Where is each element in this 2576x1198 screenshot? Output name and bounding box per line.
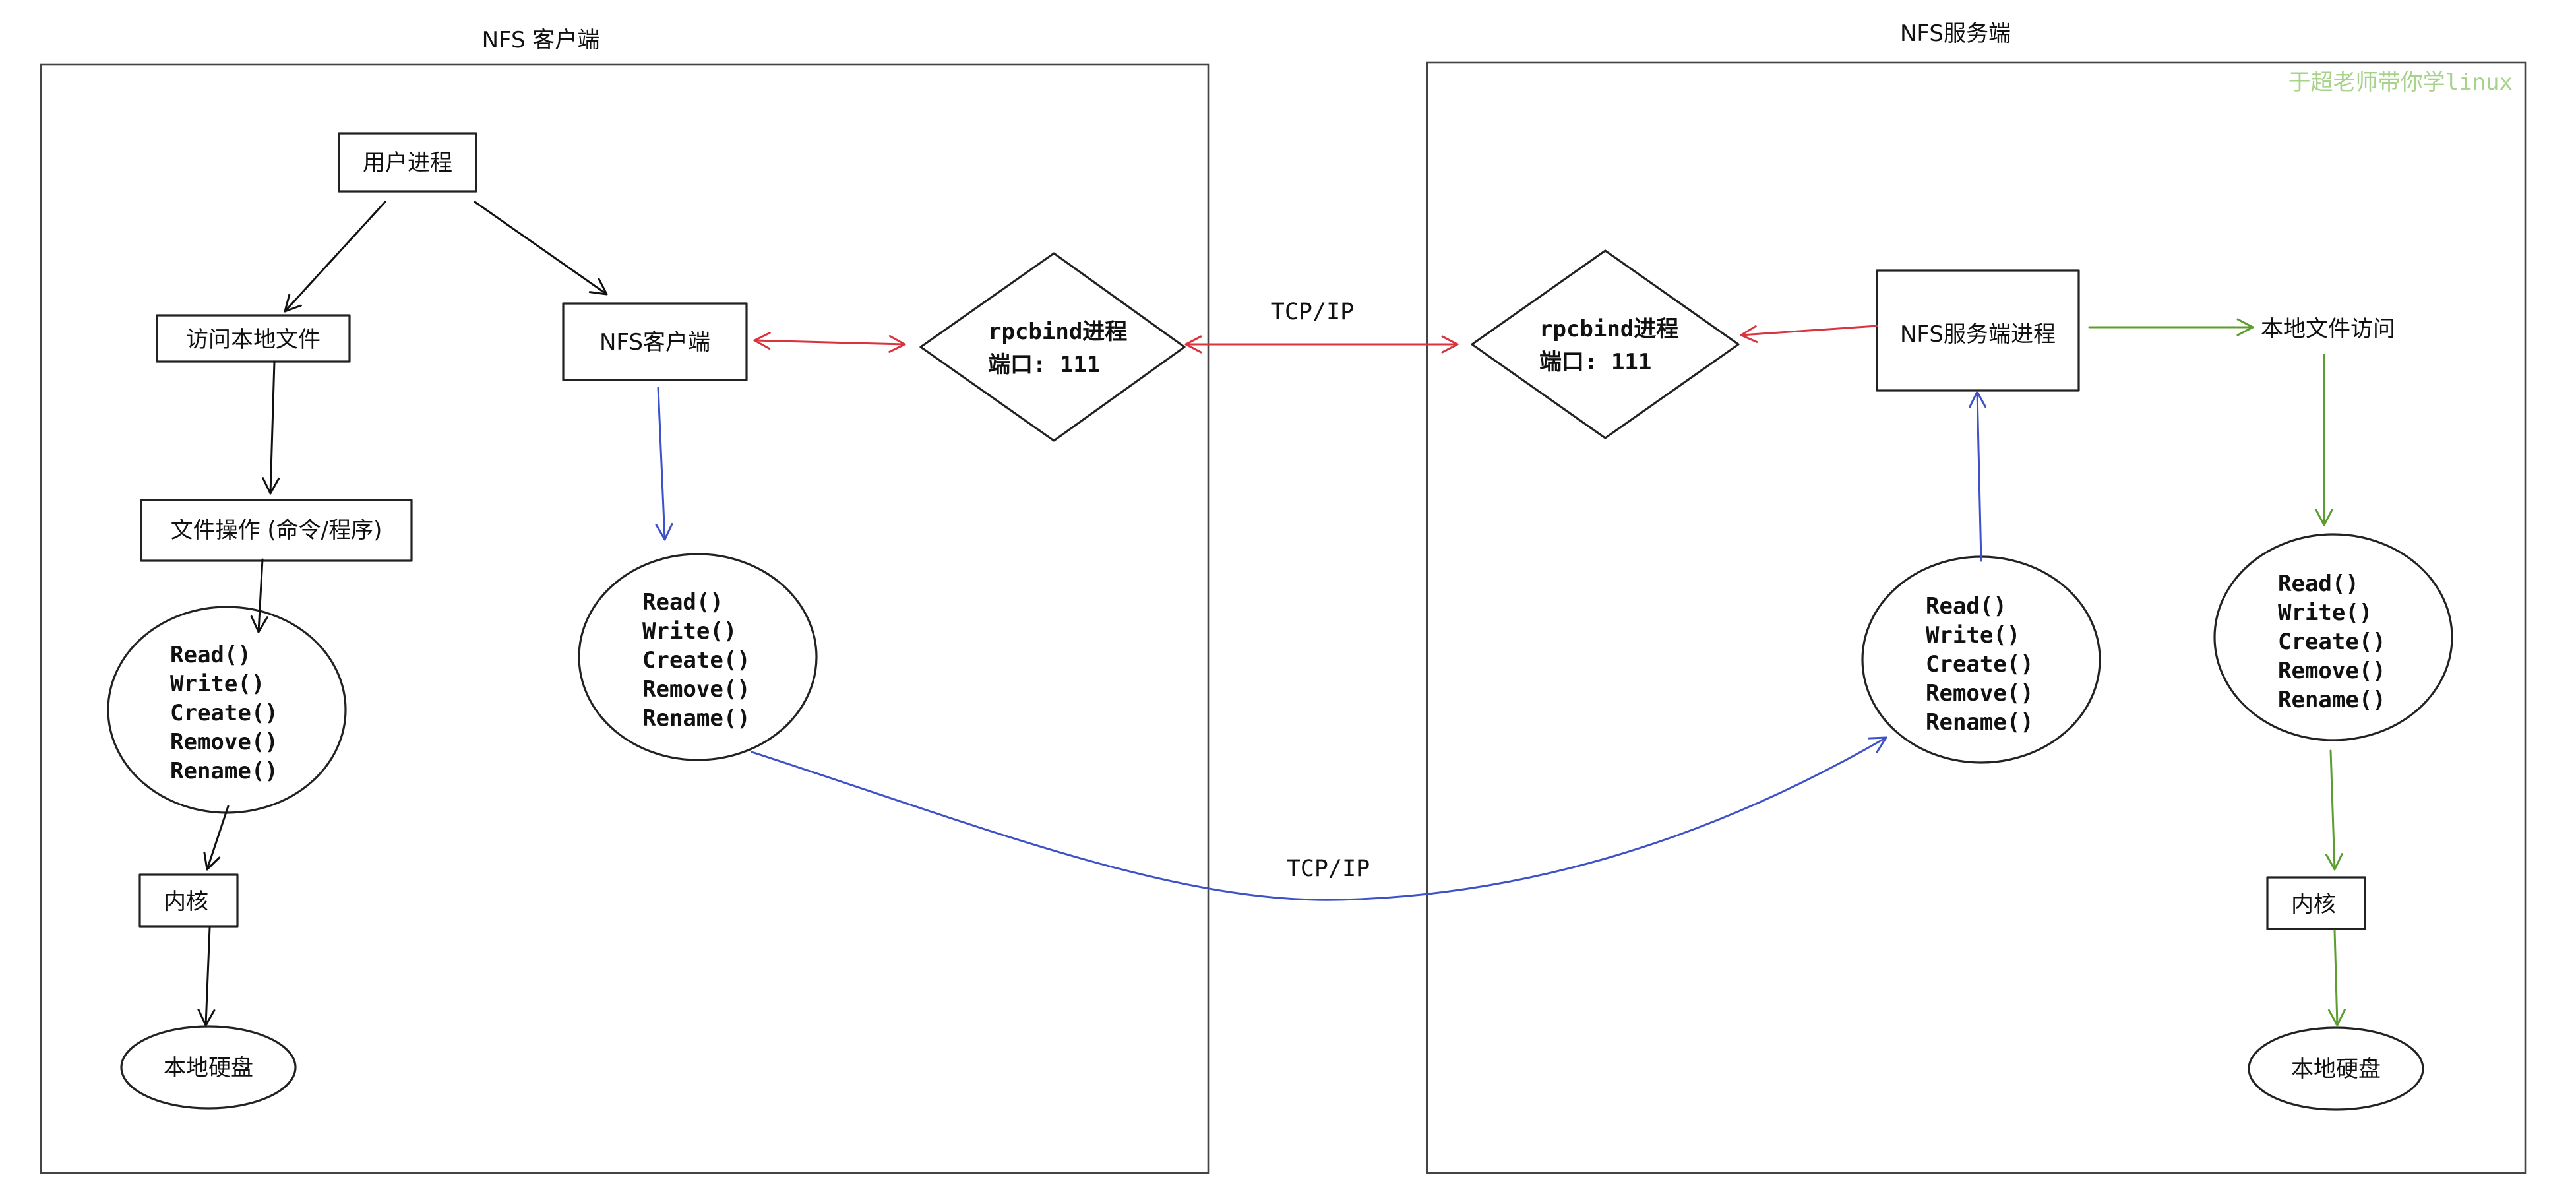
arrow-local-access-to-file-ops (262, 360, 280, 495)
file-ops-label: 文件操作 (命令/程序) (171, 517, 383, 544)
call-read: Read() (642, 589, 723, 615)
nfs-client-box (562, 302, 748, 381)
local-access-box (156, 314, 351, 363)
server-local-access-label: 本地文件访问 (2261, 316, 2395, 342)
arrow-calls-to-kernel (2325, 749, 2343, 871)
server-rpcbind-name: rpcbind进程 (1539, 316, 1678, 342)
client-title: NFS 客户端 (482, 27, 600, 53)
server-nfs-calls: Read() Write() Create() Remove() Rename(… (1926, 593, 2034, 736)
nfs-server-process-box (1876, 269, 2080, 392)
server-title: NFS服务端 (1900, 20, 2011, 47)
server-rpcbind-port: 端口: 111 (1539, 349, 1651, 375)
local-access-label: 访问本地文件 (186, 327, 321, 353)
call-remove: Remove() (170, 729, 278, 755)
client-frame (40, 63, 1210, 1174)
call-rename: Rename() (642, 705, 751, 732)
call-create: Create() (2278, 629, 2386, 655)
client-nfs-calls: Read() Write() Create() Remove() Rename(… (642, 589, 751, 732)
call-read: Read() (1926, 593, 2007, 619)
call-create: Create() (1926, 651, 2034, 678)
arrow-kernel-to-disk (197, 926, 216, 1026)
call-write: Write() (2278, 600, 2372, 626)
file-ops-box (140, 499, 413, 562)
arrow-user-to-nfs-client (474, 201, 608, 296)
arrow-file-ops-to-calls (250, 558, 268, 633)
call-create: Create() (170, 700, 278, 726)
server-frame (1426, 61, 2527, 1174)
client-disk-ellipse (120, 1025, 297, 1110)
call-rename: Rename() (1926, 709, 2034, 736)
rpc-link-label: TCP/IP (1271, 299, 1354, 325)
arrow-client-calls-to-server-calls (751, 736, 1887, 901)
data-link-label: TCP/IP (1287, 856, 1370, 882)
client-kernel-box (138, 873, 239, 928)
client-kernel-label: 内核 (164, 889, 208, 915)
watermark: 于超老师带你学linux (2288, 69, 2513, 96)
client-rpcbind-name: rpcbind进程 (988, 319, 1127, 345)
client-rpcbind-diamond (919, 252, 1186, 442)
arrow-kernel-to-disk (2327, 929, 2346, 1026)
call-remove: Remove() (642, 676, 751, 703)
arrow-user-to-local-access (284, 201, 386, 313)
client-local-calls: Read() Write() Create() Remove() Rename(… (170, 642, 278, 784)
user-process-box (338, 132, 477, 193)
client-disk-label: 本地硬盘 (164, 1055, 253, 1081)
call-read: Read() (170, 642, 251, 668)
server-kernel-box (2266, 876, 2366, 930)
server-kernel-label: 内核 (2291, 891, 2336, 918)
user-process-label: 用户进程 (363, 150, 452, 176)
server-local-calls: Read() Write() Create() Remove() Rename(… (2278, 571, 2386, 713)
server-disk-label: 本地硬盘 (2291, 1056, 2381, 1083)
server-rpcbind-diamond (1471, 249, 1740, 439)
arrow-nfs-client-rpcbind (753, 332, 906, 353)
server-local-calls-ellipse (2213, 533, 2453, 741)
call-read: Read() (2278, 571, 2359, 597)
call-remove: Remove() (1926, 680, 2034, 707)
call-write: Write() (170, 671, 264, 697)
nfs-client-label: NFS客户端 (599, 329, 710, 356)
call-write: Write() (642, 618, 737, 645)
call-remove: Remove() (2278, 658, 2386, 684)
call-write: Write() (1926, 622, 2020, 648)
client-nfs-calls-ellipse (578, 553, 818, 761)
arrow-calls-to-kernel (203, 805, 230, 871)
client-rpcbind-port: 端口: 111 (988, 352, 1100, 378)
nfs-server-process-label: NFS服务端进程 (1900, 321, 2056, 348)
arrow-server-process-to-rpcbind (1740, 325, 1878, 343)
call-rename: Rename() (2278, 687, 2386, 713)
server-disk-ellipse (2248, 1026, 2424, 1111)
call-create: Create() (642, 647, 751, 674)
arrow-server-calls-to-process (1969, 391, 1987, 562)
call-rename: Rename() (170, 758, 278, 784)
arrow-nfs-client-to-calls (655, 387, 673, 541)
